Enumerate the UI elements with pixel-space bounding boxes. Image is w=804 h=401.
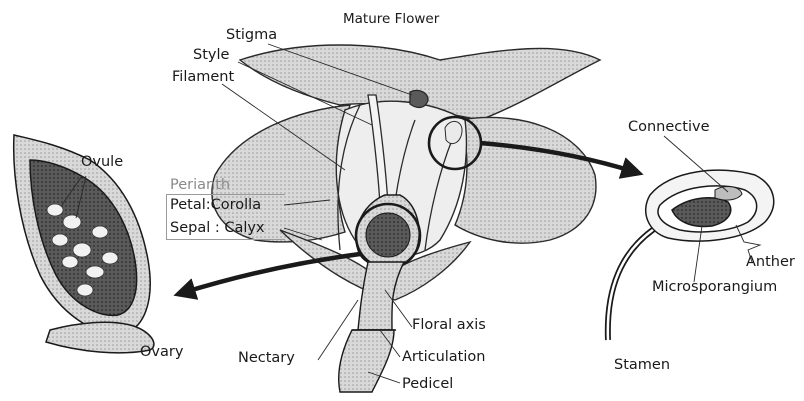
pedicel-shape: [339, 330, 394, 392]
label-sepal-calyx: Sepal : Calyx: [170, 221, 265, 236]
anther-small: [445, 121, 462, 143]
label-stamen: Stamen: [614, 358, 670, 373]
label-floral-axis: Floral axis: [412, 318, 486, 333]
label-filament: Filament: [172, 70, 234, 85]
ovary-ovules: [366, 213, 410, 257]
right-petal: [455, 117, 596, 243]
label-ovary: Ovary: [140, 345, 183, 360]
label-perianth: Perianth: [170, 178, 230, 193]
label-stigma: Stigma: [226, 28, 277, 43]
label-ovule: Ovule: [81, 155, 123, 170]
label-nectary: Nectary: [238, 351, 295, 366]
label-style: Style: [193, 48, 229, 63]
label-microsporangium: Microsporangium: [652, 280, 777, 295]
connective-shape: [715, 187, 742, 201]
label-pedicel: Pedicel: [402, 377, 453, 392]
label-articulation: Articulation: [402, 350, 485, 365]
label-connective: Connective: [628, 120, 710, 135]
label-petal-corolla: Petal:Corolla: [170, 198, 261, 213]
diagram-title: Mature Flower: [343, 13, 439, 27]
ovary-base: [46, 322, 154, 353]
stigma-top: [410, 90, 428, 107]
label-anther: Anther: [746, 255, 795, 270]
